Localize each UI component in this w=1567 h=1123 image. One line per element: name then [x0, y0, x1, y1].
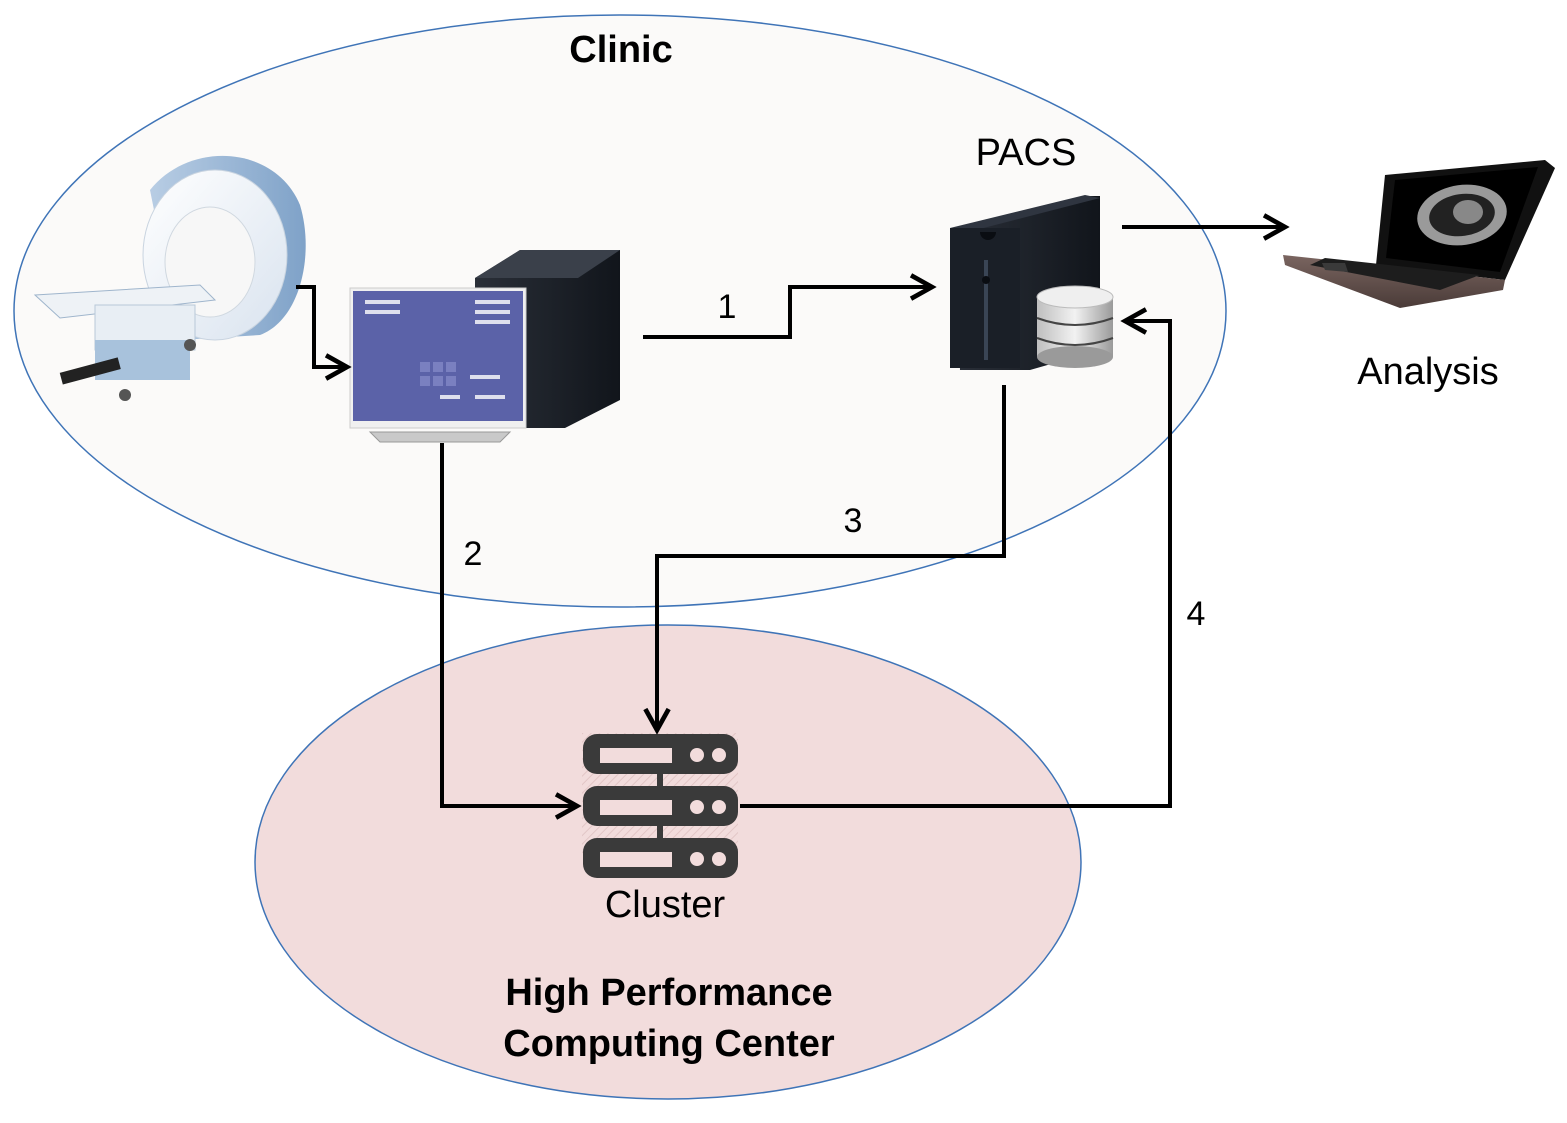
cluster-server-unit	[583, 838, 738, 878]
edge-step-3	[657, 385, 1006, 730]
hpc-label-line2: Computing Center	[503, 1023, 835, 1065]
edge-label-4: 4	[1187, 595, 1206, 633]
edge-label-2: 2	[464, 535, 483, 573]
edge-label-3: 3	[844, 502, 863, 540]
laptop-ct-scan-icon	[1283, 160, 1555, 308]
clinic-label: Clinic	[569, 29, 672, 71]
cluster-server-unit	[583, 786, 738, 826]
edge-step-2	[440, 443, 577, 806]
pacs-label: PACS	[976, 132, 1077, 174]
edge-step-4	[740, 321, 1172, 808]
cluster-label: Cluster	[605, 884, 726, 926]
analysis-label: Analysis	[1357, 351, 1499, 393]
edge-step-1	[643, 287, 932, 339]
edge-mri-to-workstation	[296, 285, 347, 367]
edge-label-1: 1	[718, 288, 737, 326]
server-rack-icon	[582, 733, 738, 878]
pacs-server-database-icon	[950, 195, 1114, 370]
hpc-label-line1: High Performance	[505, 972, 832, 1014]
cluster-server-unit	[583, 734, 738, 774]
mri-scanner-icon	[33, 155, 306, 401]
console-workstation-icon	[349, 250, 620, 443]
